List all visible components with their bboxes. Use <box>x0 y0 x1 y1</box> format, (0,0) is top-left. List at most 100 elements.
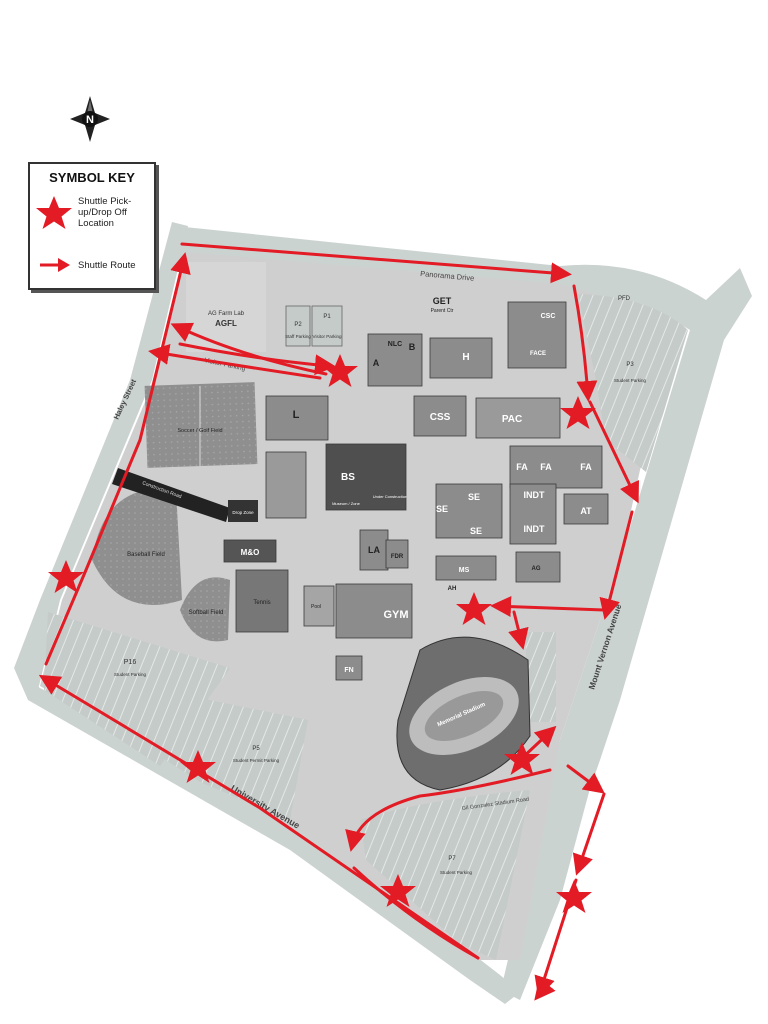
label-h: H <box>462 352 469 363</box>
route-arrow-icon <box>40 258 70 272</box>
label-get: GET <box>433 296 452 306</box>
label-b: B <box>409 342 416 352</box>
route-east-lower <box>588 400 639 504</box>
label-p7: P7 <box>448 856 456 862</box>
route-mv-right-top <box>566 764 605 794</box>
lot-east-small <box>526 632 556 722</box>
agfl-area <box>186 262 266 352</box>
shuttle-stop-star[interactable] <box>504 742 540 775</box>
lot-p2 <box>285 305 311 347</box>
route-visitor-north <box>170 322 328 376</box>
label-fdr: FDR <box>391 554 404 560</box>
lot-p5 <box>150 690 308 820</box>
label-gym: GYM <box>383 609 408 621</box>
shuttle-routes <box>38 242 639 1001</box>
shuttle-stop-star[interactable] <box>48 560 84 593</box>
fields <box>92 262 266 642</box>
shuttle-stop-star[interactable] <box>180 750 216 783</box>
label-tennis: Tennis <box>253 600 270 606</box>
label-p1-text: Visitor Parking <box>313 334 342 339</box>
shuttle-stop-star[interactable] <box>322 354 358 387</box>
label-pool: Pool <box>311 604 321 610</box>
building-ms <box>435 555 497 581</box>
buildings <box>223 301 609 681</box>
label-css: CSS <box>430 412 451 423</box>
route-east-down <box>572 284 598 402</box>
label-se2: SE <box>468 492 480 502</box>
compass-label: N <box>86 114 94 126</box>
baseball-field <box>92 488 182 605</box>
label-pfd: PFD <box>618 296 631 302</box>
soccer-field <box>144 382 258 468</box>
label-l: L <box>293 409 300 421</box>
drop-zone <box>228 500 258 522</box>
north-arrow-icon: N <box>70 96 110 142</box>
star-icon <box>36 196 72 229</box>
label-fa1: FA <box>516 462 528 472</box>
label-nlc: NLC <box>388 341 402 348</box>
label-a: A <box>373 358 380 368</box>
label-la: LA <box>368 545 380 555</box>
route-mv-bottom-arrow <box>534 977 556 1001</box>
shuttle-stop-star[interactable] <box>380 874 416 907</box>
lot-p7 <box>360 790 530 960</box>
building-css <box>413 395 467 437</box>
label-se3: SE <box>470 526 482 536</box>
building-pac <box>475 397 561 439</box>
label-p3: P3 <box>626 362 634 368</box>
building-indt <box>509 483 557 545</box>
building-fdr <box>385 539 409 569</box>
shuttle-stop-star[interactable] <box>560 396 596 429</box>
building-fa-block <box>509 445 603 489</box>
building-h <box>429 337 493 379</box>
building-se <box>435 483 503 539</box>
label-baseball: Baseball Field <box>127 552 165 558</box>
route-inner-west <box>490 596 606 618</box>
route-visitor-a <box>148 344 322 380</box>
label-indt1: INDT <box>524 490 545 500</box>
label-pac: PAC <box>502 414 522 425</box>
label-p16-text: Student Parking <box>114 672 147 677</box>
shuttle-route-legend-label: Shuttle Route <box>78 260 136 271</box>
label-under-construction: Under Construction <box>373 494 407 499</box>
label-fa2: FA <box>540 462 552 472</box>
shuttle-stop-legend-label: Shuttle Pick-up/Drop Off Location <box>78 196 132 229</box>
label-museum: Museum / Zone <box>332 501 361 506</box>
building-bs <box>325 443 407 511</box>
building-gym <box>335 583 413 639</box>
label-p5-text: Student Permit Parking <box>233 758 280 763</box>
label-p5: P5 <box>252 746 260 752</box>
route-visitor-in <box>178 342 336 376</box>
building-pool <box>303 585 335 627</box>
label-ms: MS <box>459 567 470 574</box>
label-mo: M&O <box>241 548 260 557</box>
label-fa3: FA <box>580 462 592 472</box>
route-university-west <box>38 674 480 960</box>
label-softball: Softball Field <box>189 610 224 616</box>
lot-p1 <box>311 305 343 347</box>
label-fn: FN <box>344 667 353 674</box>
label-drop-zone: Drop Zone <box>232 510 254 515</box>
building-at <box>563 493 609 525</box>
label-agfl: AGFL <box>215 319 237 328</box>
label-agfl-top: AG Farm Lab <box>208 311 245 317</box>
building-l <box>265 395 329 441</box>
label-p3-text: Student Parking <box>614 378 647 383</box>
shuttle-stop-star[interactable] <box>456 592 492 625</box>
label-p1: P1 <box>323 314 331 320</box>
label-p2-text: Staff Parking <box>285 334 311 339</box>
label-soccer: Soccer / Golf Field <box>177 428 222 434</box>
label-ag: AG <box>532 566 541 572</box>
construction-road-band <box>112 468 230 522</box>
route-p7-loop <box>345 768 552 852</box>
route-mv-right <box>572 792 606 876</box>
label-p7-text: Student Parking <box>440 870 473 875</box>
memorial-stadium <box>396 636 531 791</box>
shuttle-stop-star[interactable] <box>556 880 592 913</box>
building-ag <box>515 551 561 583</box>
parking-lots <box>44 294 688 960</box>
building-nlc <box>367 333 423 387</box>
label-p2: P2 <box>294 322 302 328</box>
label-p16: P16 <box>124 659 137 666</box>
